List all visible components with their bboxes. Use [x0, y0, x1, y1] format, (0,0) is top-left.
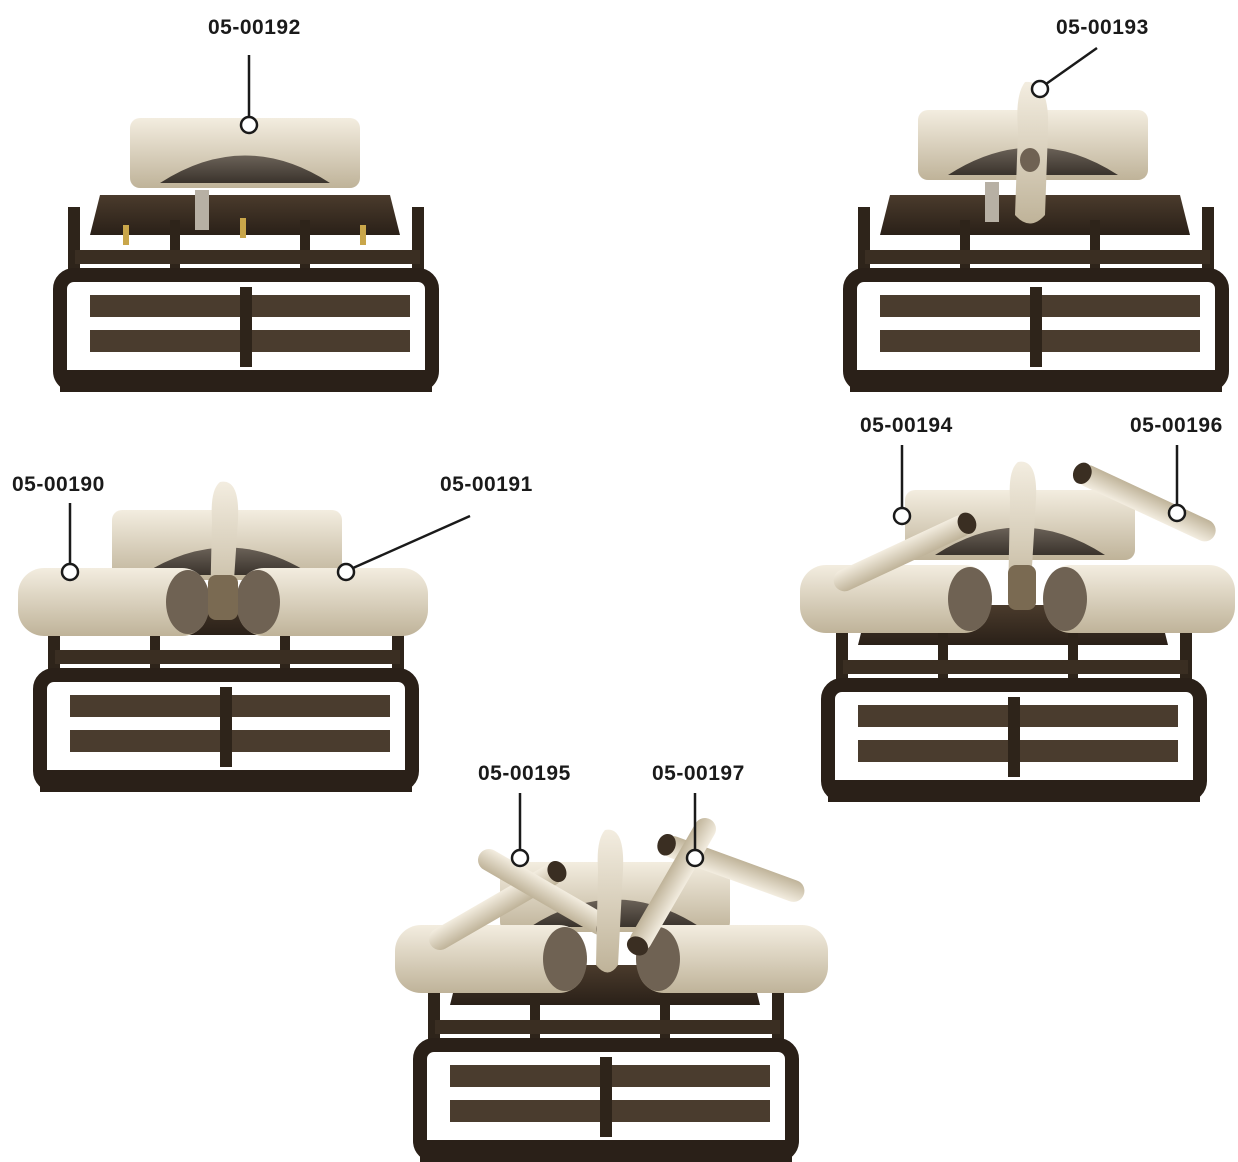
label-05-00192: 05-00192: [208, 16, 301, 39]
center-branch-bottom: [596, 829, 624, 973]
burner-pegs-top-left: [123, 190, 366, 245]
front-log-left-mr: [800, 565, 992, 633]
front-log-right-mr: [1043, 565, 1235, 633]
label-05-00196: 05-00196: [1130, 414, 1223, 437]
front-log-left-mid: [18, 568, 210, 636]
marker-05-00195: [510, 848, 530, 868]
leader-05-00191: [352, 514, 471, 570]
center-branch-mid-right: [1008, 461, 1037, 610]
marker-05-00197: [685, 848, 705, 868]
label-05-00190: 05-00190: [12, 473, 105, 496]
leader-05-00193: [1045, 46, 1098, 86]
marker-05-00191: [336, 562, 356, 582]
unit-bottom: [420, 965, 792, 1162]
marker-05-00194: [892, 506, 912, 526]
callout-leaders: [60, 46, 1187, 868]
label-05-00194: 05-00194: [860, 414, 953, 437]
marker-05-00190: [60, 562, 80, 582]
front-log-left-bottom: [395, 925, 587, 993]
center-branch-mid-left: [208, 481, 239, 620]
label-05-00197: 05-00197: [652, 762, 745, 785]
front-log-right-mid: [236, 568, 428, 636]
label-05-00195: 05-00195: [478, 762, 571, 785]
marker-05-00192: [239, 115, 259, 135]
marker-05-00196: [1167, 503, 1187, 523]
unit-mid-right: [828, 605, 1200, 802]
center-branch-top-right: [985, 81, 1049, 224]
label-05-00191: 05-00191: [440, 473, 533, 496]
label-05-00193: 05-00193: [1056, 16, 1149, 39]
unit-top-right: [850, 195, 1222, 392]
front-log-right-bottom: [636, 925, 828, 993]
marker-05-00193: [1030, 79, 1050, 99]
